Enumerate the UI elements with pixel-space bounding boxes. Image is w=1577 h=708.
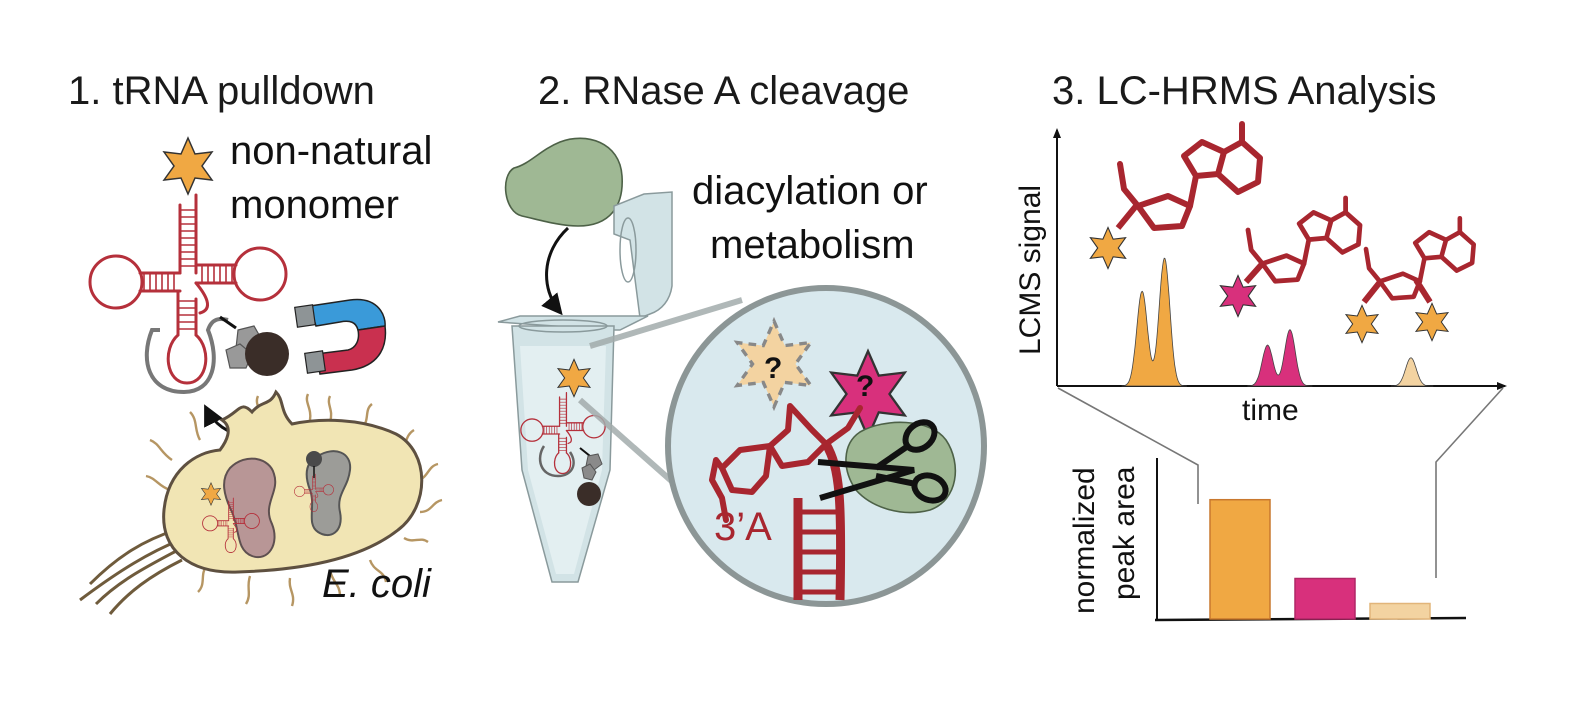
bar-metabolite — [1294, 577, 1356, 620]
chromatogram-peak-2 — [1390, 357, 1434, 387]
chrom-y-label: LCMS signal — [1014, 185, 1047, 355]
unknown-split-star-icon: ? — [830, 349, 906, 439]
panel-lc-hrms: 3. LC-HRMS Analysis LCMS signal time — [1014, 69, 1507, 622]
panel-title-pulldown: 1. tRNA pulldown — [68, 69, 375, 113]
zoom-line-top — [589, 297, 743, 349]
rnase-arrow — [541, 226, 570, 316]
chrom-x-label: time — [1242, 394, 1299, 427]
chromatogram: LCMS signal time — [1014, 124, 1507, 427]
panel-trna-pulldown: 1. tRNA pulldown non-natural monomer — [68, 69, 443, 615]
svg-text:?: ? — [856, 370, 874, 403]
rnase-icon — [504, 137, 623, 227]
bar-y-label-line1: normalized — [1068, 467, 1101, 614]
panel-title-cleavage: 2. RNase A cleavage — [538, 69, 909, 113]
bar-chart: normalized peak area — [1068, 458, 1467, 622]
unknown-star-icon: ? — [735, 319, 813, 409]
chromatogram-peak-0 — [1121, 257, 1187, 387]
panel-rnase-cleavage: 2. RNase A cleavage diacylation or metab… — [497, 69, 987, 607]
organism-label: E. coli — [322, 562, 432, 606]
bar-diacylated — [1369, 602, 1431, 620]
note-line1: diacylation or — [692, 169, 928, 213]
svg-text:?: ? — [764, 352, 782, 385]
chromatogram-peak-1 — [1247, 329, 1313, 387]
metabolite-molecule-icon — [1219, 198, 1360, 318]
monomer-label-line2: monomer — [230, 183, 399, 227]
bead-icon — [245, 332, 289, 376]
star-icon — [163, 137, 213, 195]
zoom-circle: ? ? 3’A — [665, 285, 987, 607]
microcentrifuge-tube-icon — [497, 191, 673, 583]
monomer-label-line1: non-natural — [230, 129, 432, 173]
bar-monoacylated — [1209, 498, 1271, 620]
ecoli-cell-icon — [79, 389, 443, 615]
panel-title-analysis: 3. LC-HRMS Analysis — [1052, 69, 1437, 113]
scissors-icon — [817, 419, 949, 504]
nucleotide-label: 3’A — [714, 505, 772, 549]
note-line2: metabolism — [710, 223, 915, 267]
diacyl-molecule-icon — [1345, 218, 1474, 344]
monoacyl-molecule-icon — [1089, 124, 1260, 270]
funnel-right — [1435, 387, 1504, 578]
funnel-left — [1057, 387, 1199, 504]
capture-probe — [144, 317, 229, 395]
bar-y-label-line2: peak area — [1108, 466, 1141, 600]
magnet-icon — [294, 298, 387, 375]
